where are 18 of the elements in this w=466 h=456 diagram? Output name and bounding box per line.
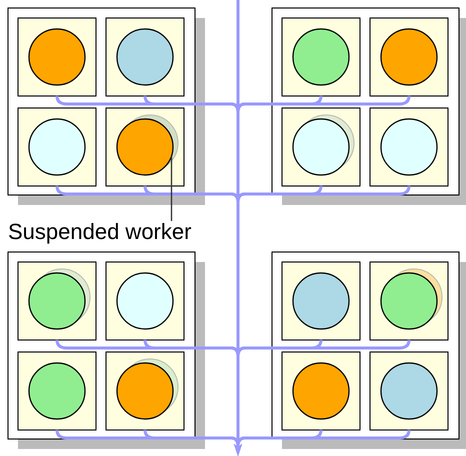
worker-circle <box>116 272 174 330</box>
worker-circle <box>380 272 438 330</box>
worker-circle <box>380 28 438 86</box>
worker-circle <box>116 28 174 86</box>
leader-line <box>170 156 172 221</box>
worker-circle <box>292 28 350 86</box>
callout-label: Suspended worker <box>8 219 192 245</box>
worker-circle <box>380 118 438 176</box>
worker-circle <box>292 362 350 420</box>
worker-circle <box>116 362 174 420</box>
worker-circle <box>28 28 86 86</box>
worker-circle <box>380 362 438 420</box>
worker-circle <box>292 272 350 330</box>
worker-circle <box>116 118 174 176</box>
worker-circle <box>28 272 86 330</box>
worker-circle <box>292 118 350 176</box>
worker-circle <box>28 362 86 420</box>
worker-circle <box>28 118 86 176</box>
